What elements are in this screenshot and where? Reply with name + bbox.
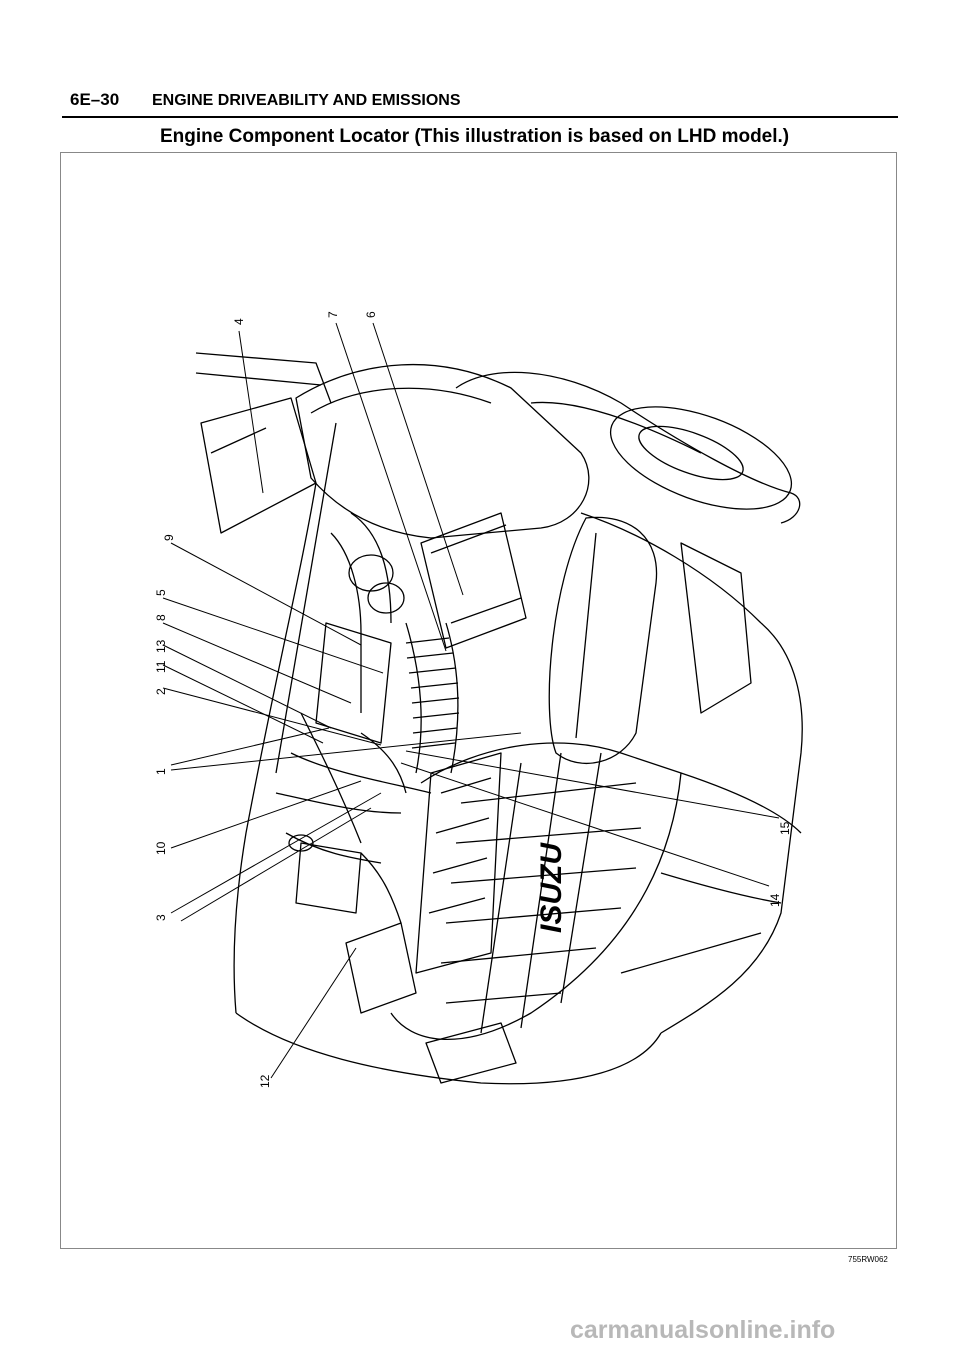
leader-8 (162, 622, 352, 704)
leader-3b (180, 807, 372, 922)
leader-13 (162, 644, 332, 729)
leader-lines (162, 322, 780, 1079)
callout-7: 7 (326, 311, 340, 318)
leader-14 (400, 762, 770, 887)
header-rule (62, 116, 898, 118)
callout-8: 8 (154, 614, 168, 621)
leader-10 (170, 780, 362, 849)
page-number: 6E–30 (70, 90, 120, 109)
section-title: ENGINE DRIVEABILITY AND EMISSIONS (152, 92, 461, 109)
leader-7 (335, 322, 447, 652)
callout-14: 14 (768, 893, 782, 907)
leader-1a (170, 727, 330, 766)
leader-4 (238, 330, 264, 494)
callout-3: 3 (154, 914, 168, 921)
leader-5 (162, 597, 384, 674)
watermark: carmanualsonline.info (570, 1316, 836, 1344)
callout-15: 15 (778, 821, 792, 835)
callout-12: 12 (258, 1074, 272, 1088)
callout-labels: 4 7 6 9 5 8 13 11 2 1 10 3 12 14 15 (154, 311, 792, 1088)
leader-2 (162, 687, 382, 746)
leader-15 (405, 750, 780, 819)
engine-component-figure: ISUZU 4 7 6 9 5 8 13 11 2 1 10 3 12 14 1… (60, 152, 897, 1249)
engine-illustration: ISUZU 4 7 6 9 5 8 13 11 2 1 10 3 12 14 1… (154, 311, 803, 1088)
callout-9: 9 (162, 534, 176, 541)
callout-5: 5 (154, 589, 168, 596)
callout-1: 1 (154, 768, 168, 775)
callout-13: 13 (154, 639, 168, 653)
callout-4: 4 (232, 318, 246, 325)
callout-6: 6 (364, 311, 378, 318)
callout-10: 10 (154, 841, 168, 855)
leader-9 (170, 542, 362, 646)
figure-title: Engine Component Locator (This illustrat… (160, 126, 790, 147)
figure-code: 755RW062 (848, 1255, 888, 1264)
leader-12 (270, 947, 357, 1079)
callout-11: 11 (154, 660, 168, 673)
leader-3a (170, 792, 382, 914)
leader-11 (162, 664, 324, 744)
leader-6 (372, 322, 464, 596)
grille-badge: ISUZU (535, 842, 568, 933)
leader-1b (170, 732, 522, 771)
callout-2: 2 (154, 688, 168, 695)
vehicle-outline (195, 352, 803, 1085)
